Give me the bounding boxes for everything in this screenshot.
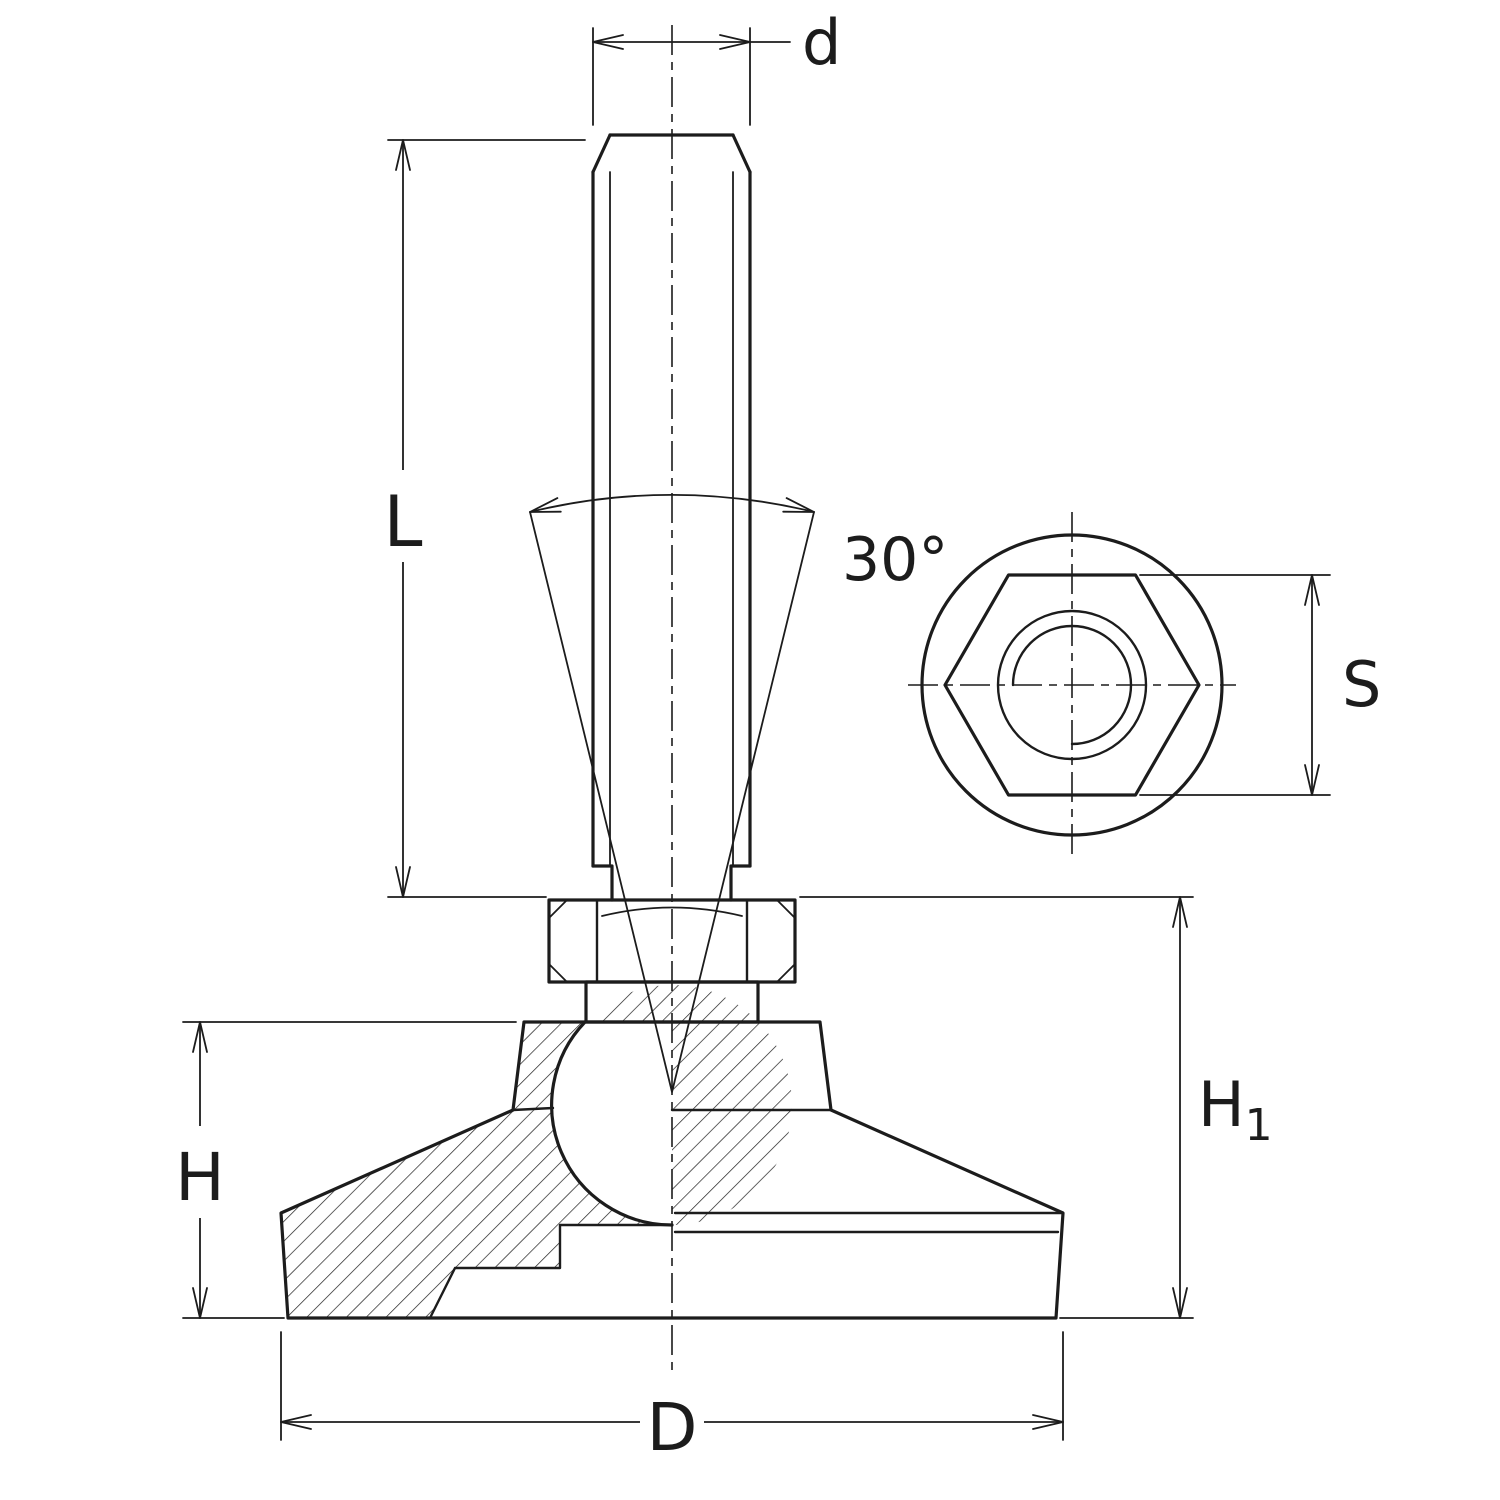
- dim-H1-arrowheads: [1172, 896, 1188, 1319]
- dimensions: d L 30° S H: [168, 6, 1381, 1468]
- label-base-diameter: D: [647, 1389, 698, 1466]
- thread-minor-arc: [1011, 624, 1133, 746]
- stud-chamfer: [591, 133, 752, 174]
- dim-H1-group: H1: [799, 896, 1273, 1319]
- nut-chamfers: [548, 899, 796, 983]
- nut-facet-arc: [601, 906, 743, 917]
- label-cone-angle: 30°: [842, 525, 948, 595]
- dim-H1-extension-lines: [799, 896, 1194, 1319]
- hex-outline-top-view: [943, 573, 1201, 797]
- label-thread-diameter: d: [802, 6, 841, 79]
- threaded-stud: [591, 133, 752, 902]
- dim-d-arrowheads: [592, 34, 751, 50]
- dim-L-arrowheads: [395, 139, 411, 898]
- label-D-backing: [640, 1376, 704, 1468]
- dim-H-arrowheads: [192, 1021, 208, 1319]
- label-overall-height-subscript: 1: [1245, 1100, 1273, 1151]
- label-overall-height: H1: [1198, 1068, 1273, 1151]
- cone-angle-arc: [529, 494, 815, 513]
- dim-d-extension-lines: [592, 27, 751, 126]
- section-hatching: [281, 985, 792, 1318]
- label-L-backing: [374, 470, 432, 562]
- label-base-height: H: [175, 1139, 225, 1216]
- stud-undercut: [591, 864, 752, 902]
- nut-outline: [547, 898, 797, 984]
- washer-face-circle: [920, 533, 1224, 837]
- dim-S-extension-lines: [1139, 574, 1331, 796]
- cap-joint-line-left: [511, 1106, 555, 1112]
- dim-D-arrowheads: [280, 1414, 1064, 1430]
- dim-d-group: d: [592, 6, 841, 126]
- cone-angle-lines: [529, 511, 815, 1093]
- dim-S-group: S: [1139, 574, 1381, 796]
- dim-L-extension-lines: [387, 139, 586, 898]
- nut-facet-lines: [595, 898, 749, 984]
- base-rim-lines: [673, 1211, 1065, 1234]
- dim-D-group: D: [280, 1331, 1064, 1468]
- cone-angle-arrowheads: [529, 497, 815, 513]
- socket-cavity-outline: [428, 1223, 674, 1320]
- top-view: [908, 512, 1236, 858]
- label-H-backing: [168, 1126, 232, 1218]
- foot-base: [279, 1020, 1065, 1320]
- dim-L-group: L: [374, 139, 586, 898]
- stud-sides: [591, 170, 752, 868]
- label-thread-length: L: [384, 481, 423, 563]
- foot-outline: [279, 1020, 1065, 1320]
- label-hex-width: S: [1342, 648, 1381, 721]
- thread-minor-lines: [609, 171, 734, 867]
- front-view: [279, 25, 1065, 1455]
- ball-socket-arc: [550, 1020, 674, 1227]
- thread-major-circle: [996, 609, 1148, 761]
- label-overall-height-base: H: [1198, 1068, 1245, 1141]
- dim-H-group: H: [168, 1021, 517, 1319]
- hex-nut-front: [547, 898, 797, 984]
- dim-S-arrowheads: [1304, 574, 1320, 796]
- dim-angle-group: 30°: [529, 494, 948, 1093]
